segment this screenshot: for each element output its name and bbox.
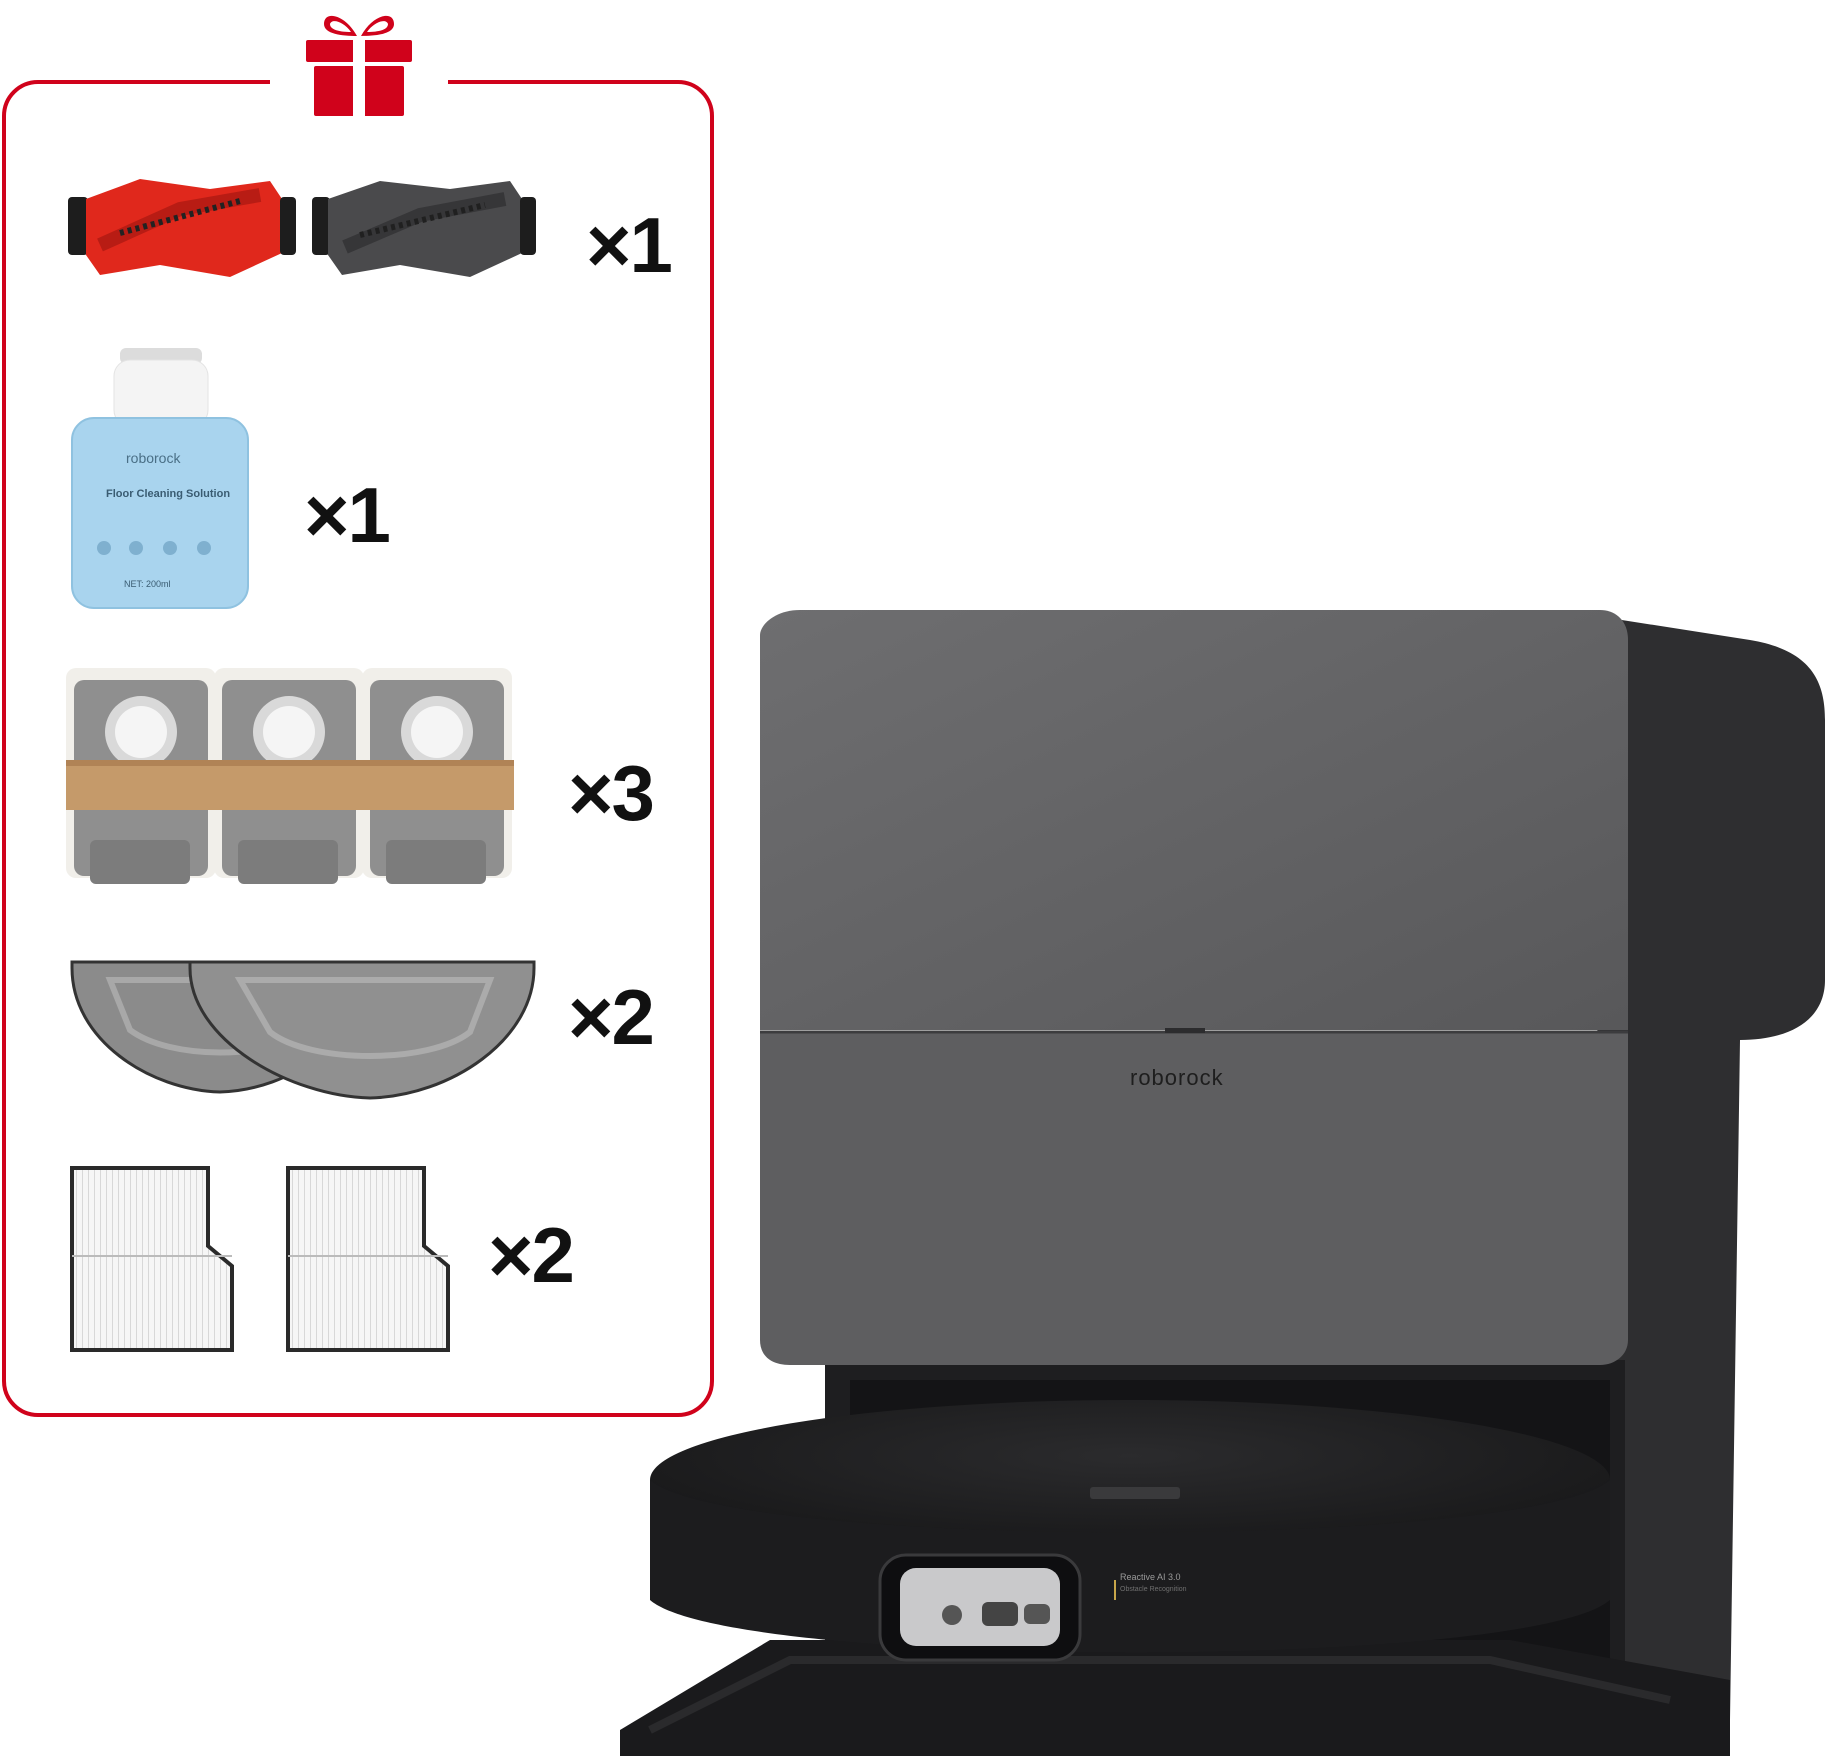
dock-with-robot: roborock Reactive AI 3.0 Obstacle Recogn… <box>610 600 1831 1756</box>
dust-bag-quantity: ×3 <box>568 749 655 837</box>
filters <box>70 1166 450 1352</box>
mop-pads <box>70 960 540 1100</box>
floor-cleaning-solution: roborock Floor Cleaning Solution NET: 20… <box>70 348 250 610</box>
mop-pad-quantity: ×2 <box>568 973 655 1061</box>
gift-icon <box>306 15 412 116</box>
bottle-title-text: Floor Cleaning Solution <box>106 488 231 500</box>
filter-image <box>70 1166 450 1352</box>
dust-bag-image <box>64 668 514 884</box>
bottle-brand-text: roborock <box>126 450 181 466</box>
dust-bags <box>64 660 516 890</box>
brush-pair-image <box>68 179 536 277</box>
bottle-net-text: NET: 200ml <box>124 579 171 589</box>
robot-feature-label: Reactive AI 3.0 <box>1120 1572 1181 1582</box>
dock-brand-logo: roborock <box>1130 1065 1224 1090</box>
dock-image <box>620 610 1825 1756</box>
bottle-quantity: ×1 <box>304 471 391 559</box>
brush-quantity: ×1 <box>586 201 673 289</box>
filter-quantity: ×2 <box>488 1211 575 1299</box>
bottle-image <box>71 348 249 609</box>
main-brushes <box>60 175 550 285</box>
mop-pad-image <box>70 960 536 1100</box>
robot-feature-sublabel: Obstacle Recognition <box>1120 1586 1187 1593</box>
